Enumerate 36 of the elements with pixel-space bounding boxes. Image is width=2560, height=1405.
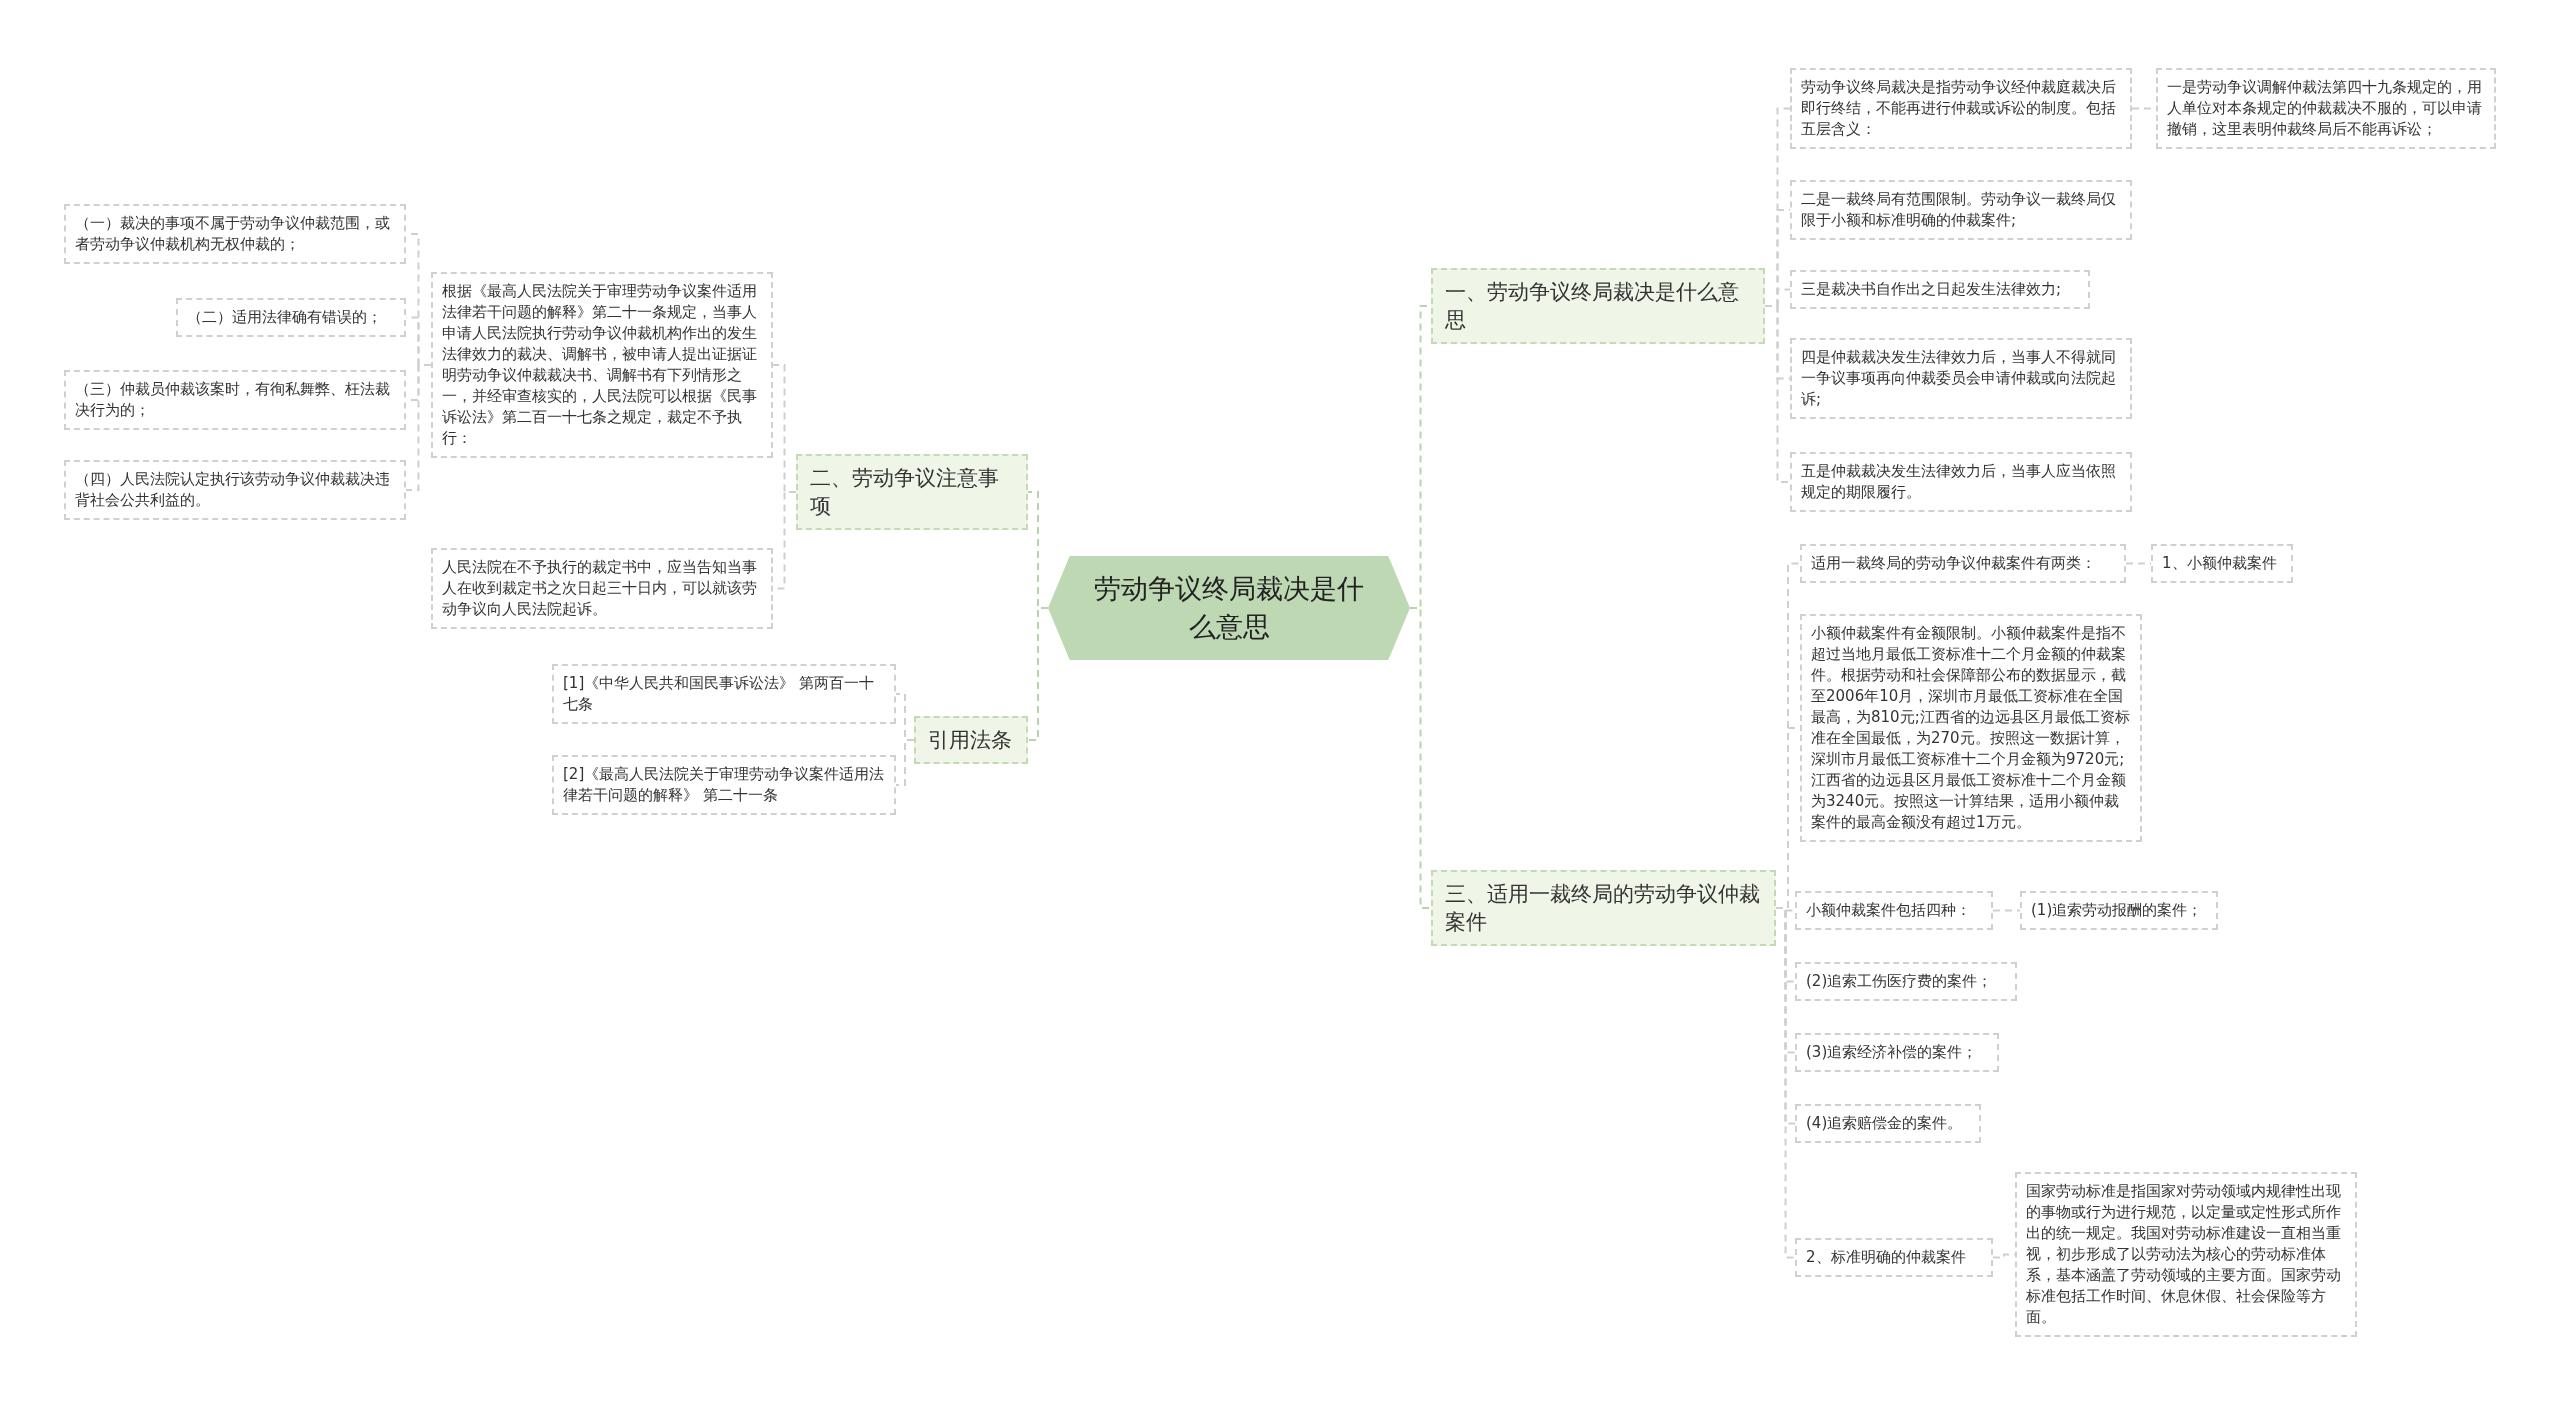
topic-box: 小额仲裁案件有金额限制。小额仲裁案件是指不超过当地月最低工资标准十二个月金额的仲裁案件。根据劳动和社会保障部公布的数据显示，截至2006年10月，深圳市月最低工资标准在全国最高，为810元;江西省的边远县区月最低工资标准在全国最低，为270元。按照这一数据计算，深圳市月最低工资标准十二个月金额为9720元;江西省的边远县区月最低工资标准十二个月金额为3240元。按照这一计算结果，适用小额仲裁案件的最高金额没有超过1万元。 bbox=[1800, 614, 2142, 842]
topic-box: 劳动争议终局裁决是指劳动争议经仲裁庭裁决后即行终结，不能再进行仲裁或诉讼的制度。包括五层含义： bbox=[1790, 68, 2132, 149]
branch-topic: 一、劳动争议终局裁决是什么意思 bbox=[1431, 268, 1765, 344]
topic-box: 2、标准明确的仲裁案件 bbox=[1795, 1238, 1993, 1277]
topic-box: 小额仲裁案件包括四种： bbox=[1795, 891, 1993, 930]
connector-line bbox=[1992, 909, 2021, 912]
topic-box: (4)追索赔偿金的案件。 bbox=[1795, 1104, 1981, 1143]
topic-box: 五是仲裁裁决发生法律效力后，当事人应当依照规定的期限履行。 bbox=[1790, 452, 2132, 512]
branch-topic: 二、劳动争议注意事项 bbox=[796, 454, 1028, 530]
topic-box: 适用一裁终局的劳动争议仲裁案件有两类： bbox=[1800, 544, 2126, 583]
connector-line bbox=[1764, 305, 1791, 483]
topic-box: [1]《中华人民共和国民事诉讼法》 第两百一十七条 bbox=[552, 664, 896, 724]
connector-line bbox=[1775, 907, 1796, 1259]
topic-box: (3)追索经济补偿的案件； bbox=[1795, 1033, 1999, 1072]
branch-topic: 引用法条 bbox=[914, 716, 1028, 764]
branch-topic: 三、适用一裁终局的劳动争议仲裁案件 bbox=[1431, 870, 1776, 946]
topic-box: 国家劳动标准是指国家对劳动领域内规律性出现的事物或行为进行规范，以定量或定性形式所作出的统一规定。我国对劳动标准建设一直相当重视，初步形成了以劳动法为核心的劳动标准体系，基本涵盖了劳动领域的主要方面。国家劳动标准包括工作时间、休息休假、社会保险等方面。 bbox=[2015, 1172, 2357, 1337]
topic-box: 一是劳动争议调解仲裁法第四十九条规定的，用人单位对本条规定的仲裁裁决不服的，可以申请撤销，这里表明仲裁终局后不能再诉讼； bbox=[2156, 68, 2496, 149]
topic-box: 人民法院在不予执行的裁定书中，应当告知当事人在收到裁定书之次日起三十日内，可以就该劳动争议向人民法院起诉。 bbox=[431, 548, 773, 629]
topic-box: 1、小额仲裁案件 bbox=[2151, 544, 2293, 583]
connector-line bbox=[1409, 607, 1432, 909]
topic-box: (1)追索劳动报酬的案件； bbox=[2020, 891, 2218, 930]
connector-line bbox=[895, 739, 915, 786]
topic-box: 二是一裁终局有范围限制。劳动争议一裁终局仅限于小额和标准明确的仲裁案件; bbox=[1790, 180, 2132, 240]
topic-box: 根据《最高人民法院关于审理劳动争议案件适用法律若干问题的解释》第二十一条规定，当事人申请人民法院执行劳动争议仲裁机构作出的发生法律效力的裁决、调解书，被申请人提出证据证明劳动争议仲裁裁决书、调解书有下列情形之一，并经审查核实的，人民法院可以根据《民事诉讼法》第二百一十七条之规定，裁定不予执行： bbox=[431, 272, 773, 458]
connector-line bbox=[405, 364, 432, 491]
topic-box: （四）人民法院认定执行该劳动争议仲裁裁决违背社会公共利益的。 bbox=[64, 460, 406, 520]
connector-line bbox=[1027, 607, 1049, 741]
topic-box: (2)追索工伤医疗费的案件； bbox=[1795, 962, 2017, 1001]
topic-box: （一）裁决的事项不属于劳动争议仲裁范围，或者劳动争议仲裁机构无权仲裁的； bbox=[64, 204, 406, 264]
topic-box: [2]《最高人民法院关于审理劳动争议案件适用法律若干问题的解释》 第二十一条 bbox=[552, 755, 896, 815]
central-topic: 劳动争议终局裁决是什么意思 bbox=[1048, 556, 1410, 660]
topic-box: （二）适用法律确有错误的； bbox=[176, 298, 406, 337]
topic-box: （三）仲裁员仲裁该案时，有徇私舞弊、枉法裁决行为的； bbox=[64, 370, 406, 430]
topic-box: 三是裁决书自作出之日起发生法律效力; bbox=[1790, 270, 2090, 309]
topic-box: 四是仲裁裁决发生法律效力后，当事人不得就同一争议事项再向仲裁委员会申请仲裁或向法院起诉; bbox=[1790, 338, 2132, 419]
